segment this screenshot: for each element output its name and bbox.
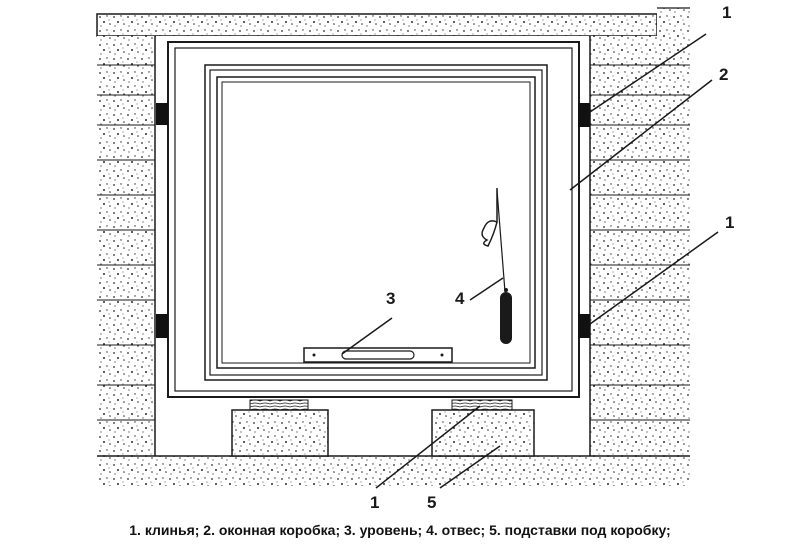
- support-left: [231, 399, 329, 457]
- figure-caption: 1. клинья; 2. оконная коробка; 3. уровен…: [129, 522, 671, 538]
- side-wedges: [156, 103, 590, 338]
- callout-frame: 2: [719, 65, 728, 84]
- callout-level: 3: [386, 289, 395, 308]
- leader-support-wedge: [375, 405, 481, 489]
- leader-support: [439, 445, 501, 489]
- leader-level: [341, 317, 393, 355]
- top-wall: [96, 7, 690, 37]
- wall-opening: [156, 36, 589, 455]
- spirit-level: [303, 347, 453, 363]
- leader-plumb: [469, 277, 504, 301]
- support-right: [431, 399, 535, 457]
- callout-support-wedge: 1: [370, 493, 379, 512]
- left-wall: [97, 36, 156, 456]
- leader-wedge-right: [589, 231, 719, 325]
- plumb-bob: [481, 188, 512, 344]
- callout-wedge-top: 1: [722, 3, 731, 22]
- wedge-right-bottom: [578, 314, 590, 338]
- wedge-left-top: [156, 103, 168, 125]
- wedge-right-top: [578, 103, 590, 127]
- callout-support: 5: [427, 493, 436, 512]
- callout-wedge-right: 1: [725, 213, 734, 232]
- leader-frame: [569, 79, 713, 191]
- leader-wedge-top: [589, 33, 707, 113]
- bottom-sill: [97, 455, 690, 486]
- right-wall: [589, 36, 690, 456]
- leader-lines: [341, 33, 719, 489]
- wedge-left-bottom: [156, 314, 168, 338]
- window-frame: [167, 41, 580, 398]
- callout-plumb: 4: [455, 289, 465, 308]
